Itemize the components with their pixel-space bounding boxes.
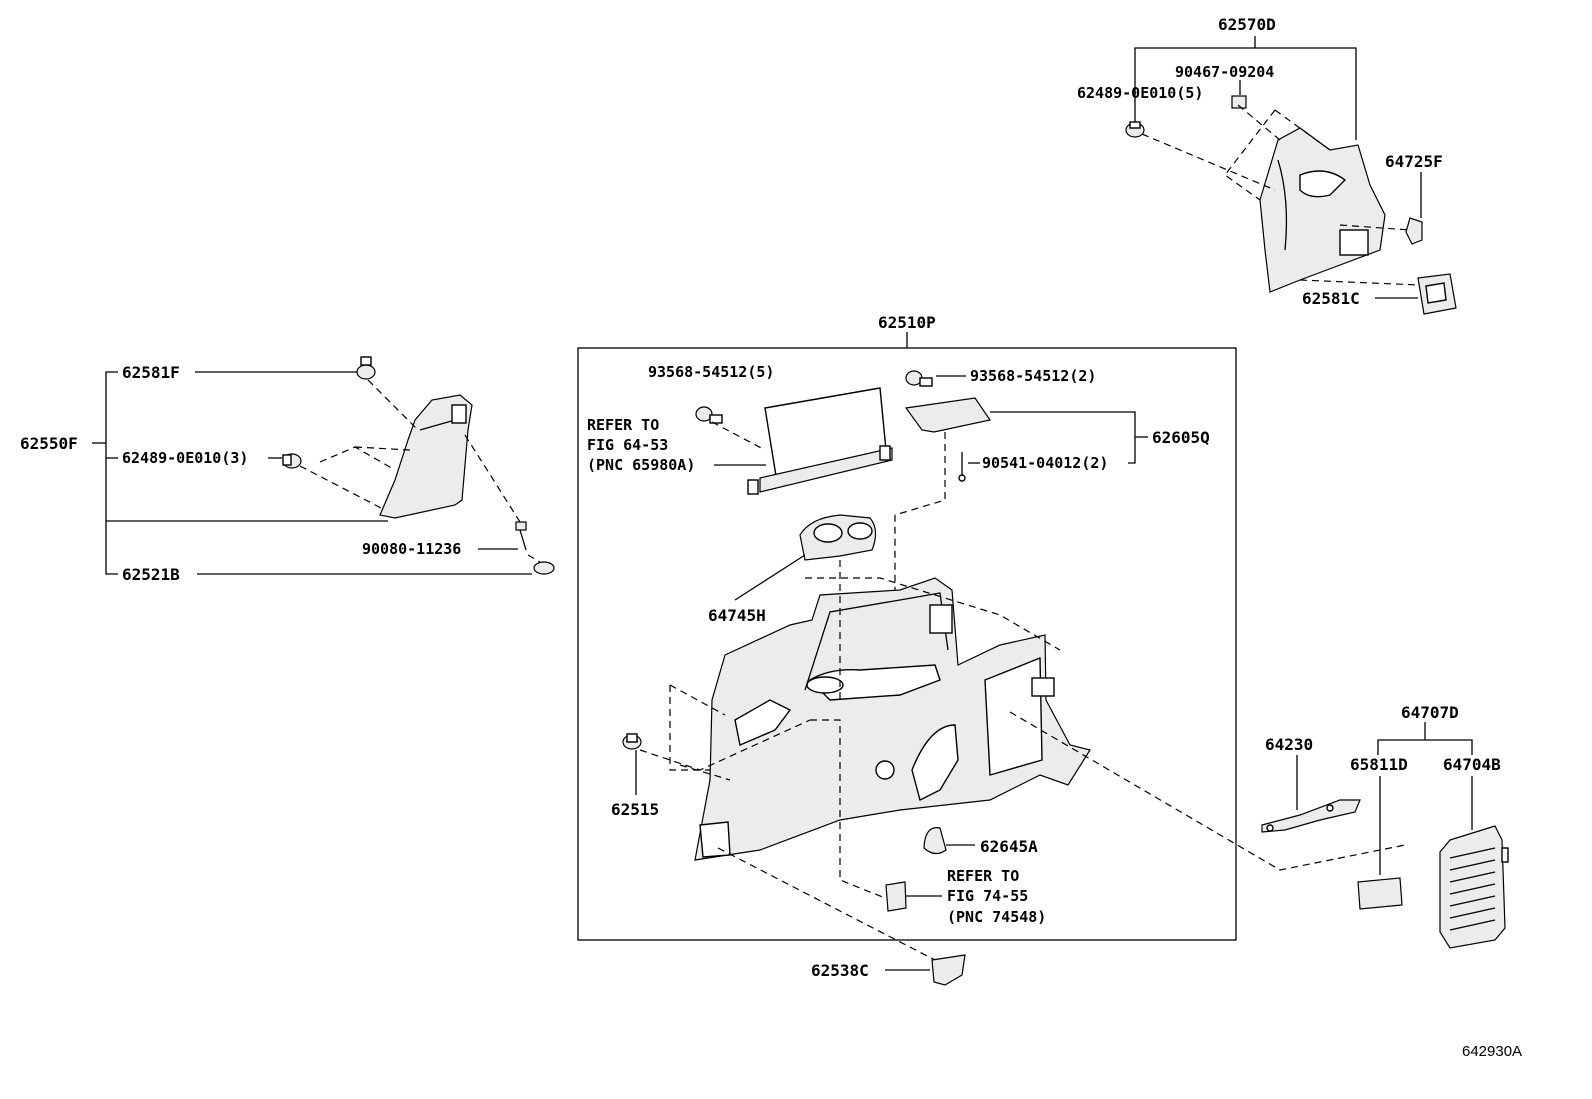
label-62570D: 62570D [1218, 15, 1276, 34]
label-62489-0E010-3: 62489-0E010(3) [122, 449, 248, 467]
clip-62581F [356, 356, 376, 380]
label-93568-54512-5: 93568-54512(5) [648, 363, 774, 381]
label-64725F: 64725F [1385, 152, 1443, 171]
bezel-62581C [1375, 273, 1457, 315]
cap-62645A [923, 827, 947, 855]
cap-62521B [533, 561, 555, 575]
clip-62489-top [1125, 121, 1145, 138]
refer-fig-64-53: FIG 64-53 [587, 436, 668, 454]
pad-65811D [1357, 877, 1403, 910]
grille-64704B [1439, 825, 1509, 949]
screw-90080 [515, 521, 527, 551]
clip-62515 [622, 733, 642, 750]
group-62550F: 62581F 62550F 62489-0E010(3) 90080-11236… [20, 356, 555, 584]
refer-pnc-65980A: (PNC 65980A) [587, 456, 695, 474]
label-64707D: 64707D [1401, 703, 1459, 722]
label-62521B: 62521B [122, 565, 180, 584]
panel-62550F [379, 394, 473, 519]
label-62510P: 62510P [878, 313, 936, 332]
label-62581C: 62581C [1302, 289, 1360, 308]
label-64745H: 64745H [708, 606, 766, 625]
trim-62605Q [904, 397, 991, 433]
clip-64725F [1405, 172, 1423, 245]
label-90467-09204: 90467-09204 [1175, 63, 1274, 81]
group-64707D: 64707D 64230 65811D 64704B [1261, 703, 1509, 949]
refer-pnc-74548: (PNC 74548) [947, 908, 1046, 926]
screw-93568-2 [905, 370, 933, 387]
label-62645A: 62645A [980, 837, 1038, 856]
label-64230: 64230 [1265, 735, 1313, 754]
label-93568-54512-2: 93568-54512(2) [970, 367, 1096, 385]
group-62538C: 62538C [717, 847, 966, 986]
label-62515: 62515 [611, 800, 659, 819]
label-64704B: 64704B [1443, 755, 1501, 774]
cover-62538C [931, 954, 966, 986]
label-62489-0E010-5: 62489-0E010(5) [1077, 84, 1203, 102]
screw-93568-5 [695, 406, 723, 424]
screw-90541 [958, 452, 966, 482]
label-62581F: 62581F [122, 363, 180, 382]
group-62510P: 62510P [577, 313, 1406, 941]
quarter-panel-main [694, 577, 1091, 861]
label-65811D: 65811D [1350, 755, 1408, 774]
diagram-code: 642930A [1462, 1043, 1522, 1060]
panel-65980A [747, 387, 893, 495]
label-62538C: 62538C [811, 961, 869, 980]
clip-90467 [1231, 95, 1247, 109]
label-62605Q: 62605Q [1152, 428, 1210, 447]
label-90541-04012-2: 90541-04012(2) [982, 454, 1108, 472]
bracket-64230 [1261, 799, 1361, 833]
refer-to-2: REFER TO [947, 867, 1019, 885]
cover-74548 [885, 881, 907, 912]
cupholder-64745H [799, 514, 877, 561]
refer-fig-74-55: FIG 74-55 [947, 887, 1028, 905]
panel-62570D [1259, 127, 1386, 293]
label-62550F: 62550F [20, 434, 78, 453]
label-90080-11236: 90080-11236 [362, 540, 461, 558]
refer-to-1: REFER TO [587, 416, 659, 434]
group-62570D: 62570D 90467-09204 62489-0E010(5) 64725F… [1077, 15, 1457, 315]
clip-62489-left [282, 453, 302, 469]
